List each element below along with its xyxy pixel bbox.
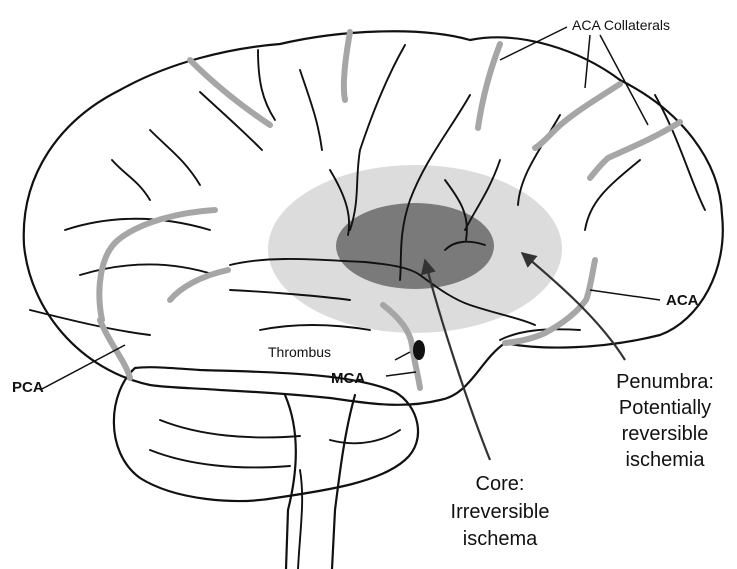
core-caption: Core: Irreversible ischema <box>451 473 550 550</box>
penumbra-caption-line: reversible <box>622 423 709 445</box>
core-caption-line: Core: <box>476 473 525 495</box>
thrombus-clot <box>413 340 425 360</box>
penumbra-caption-line: Potentially <box>619 397 711 419</box>
core-caption-line: ischema <box>463 528 538 550</box>
mca-label: MCA <box>331 370 365 387</box>
core-zone <box>336 203 494 289</box>
pca-label: PCA <box>12 379 44 396</box>
brainstem <box>332 395 355 569</box>
aca-collaterals-label: ACA Collaterals <box>572 17 670 33</box>
cerebellum-fold <box>330 430 400 443</box>
penumbra-caption-line: Penumbra: <box>616 371 714 393</box>
cerebellum <box>114 367 418 501</box>
brainstem <box>285 395 296 569</box>
penumbra-caption-line: ischemia <box>626 449 706 471</box>
cerebellum-fold <box>150 450 290 467</box>
penumbra-caption: Penumbra: Potentially reversible ischemi… <box>616 371 714 471</box>
cerebellum-fold <box>160 420 300 437</box>
aca-label: ACA <box>666 292 699 309</box>
brainstem-line <box>298 470 302 569</box>
core-caption-line: Irreversible <box>451 501 550 523</box>
thrombus-label: Thrombus <box>268 344 331 360</box>
